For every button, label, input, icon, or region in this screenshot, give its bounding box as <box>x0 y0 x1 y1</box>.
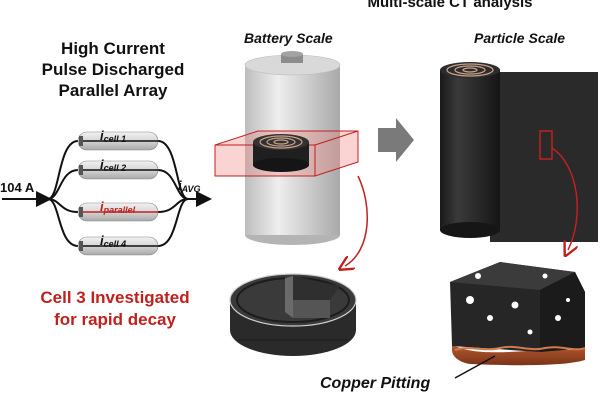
cell-3-finding-line-1: Cell 3 Investigated <box>40 288 190 307</box>
wire-left-2 <box>47 169 79 200</box>
cell-1 <box>77 131 159 151</box>
particle-cube <box>450 262 586 366</box>
battery-zoom-arrow <box>345 175 368 266</box>
output-current-label: iAVG <box>178 178 200 194</box>
ct-reconstruction-puck <box>229 273 357 356</box>
array-title: High Current Pulse Discharged Parallel A… <box>28 38 198 101</box>
figure-title: Multi-scale CT analysis <box>367 0 533 11</box>
pitting-pointer <box>454 355 496 379</box>
cell-3-label: iparallel <box>100 199 136 215</box>
cell-4 <box>77 236 159 256</box>
cell-2 <box>77 160 159 180</box>
wire-left-4 <box>47 198 79 247</box>
battery-terminal <box>281 54 303 63</box>
copper-pitting-label: Copper Pitting <box>320 375 431 392</box>
jelly-roll-slice <box>253 134 309 172</box>
particle-scale-label: Particle Scale <box>474 30 566 46</box>
array-title-line-2: Pulse Discharged <box>41 60 185 79</box>
cell-3-finding: Cell 3 Investigated for rapid decay <box>15 287 215 331</box>
array-title-line-1: High Current <box>61 39 165 58</box>
wire-right-4 <box>157 198 189 247</box>
particle-roi-box <box>539 130 553 160</box>
input-current-label: 104 A <box>0 180 35 195</box>
cell-3 <box>77 202 159 222</box>
multiscale-illustration <box>214 51 598 379</box>
cell-4-label: icell 4 <box>100 233 126 249</box>
array-title-line-3: Parallel Array <box>58 81 168 100</box>
cell-1-label: icell 1 <box>100 128 126 144</box>
copper-layer <box>452 344 585 366</box>
cell-2-label: icell 2 <box>100 157 126 173</box>
cell-3-finding-line-2: for rapid decay <box>54 310 176 329</box>
particle-zoom-arrow <box>551 147 577 250</box>
scale-transition-arrow <box>378 118 414 162</box>
parallel-array-diagram: 104 A icell 1 icell 2 iparallel icell 4 … <box>0 128 212 256</box>
wire-right-2 <box>157 169 189 200</box>
unrolled-electrode <box>440 62 598 242</box>
battery-scale-label: Battery Scale <box>244 30 333 46</box>
